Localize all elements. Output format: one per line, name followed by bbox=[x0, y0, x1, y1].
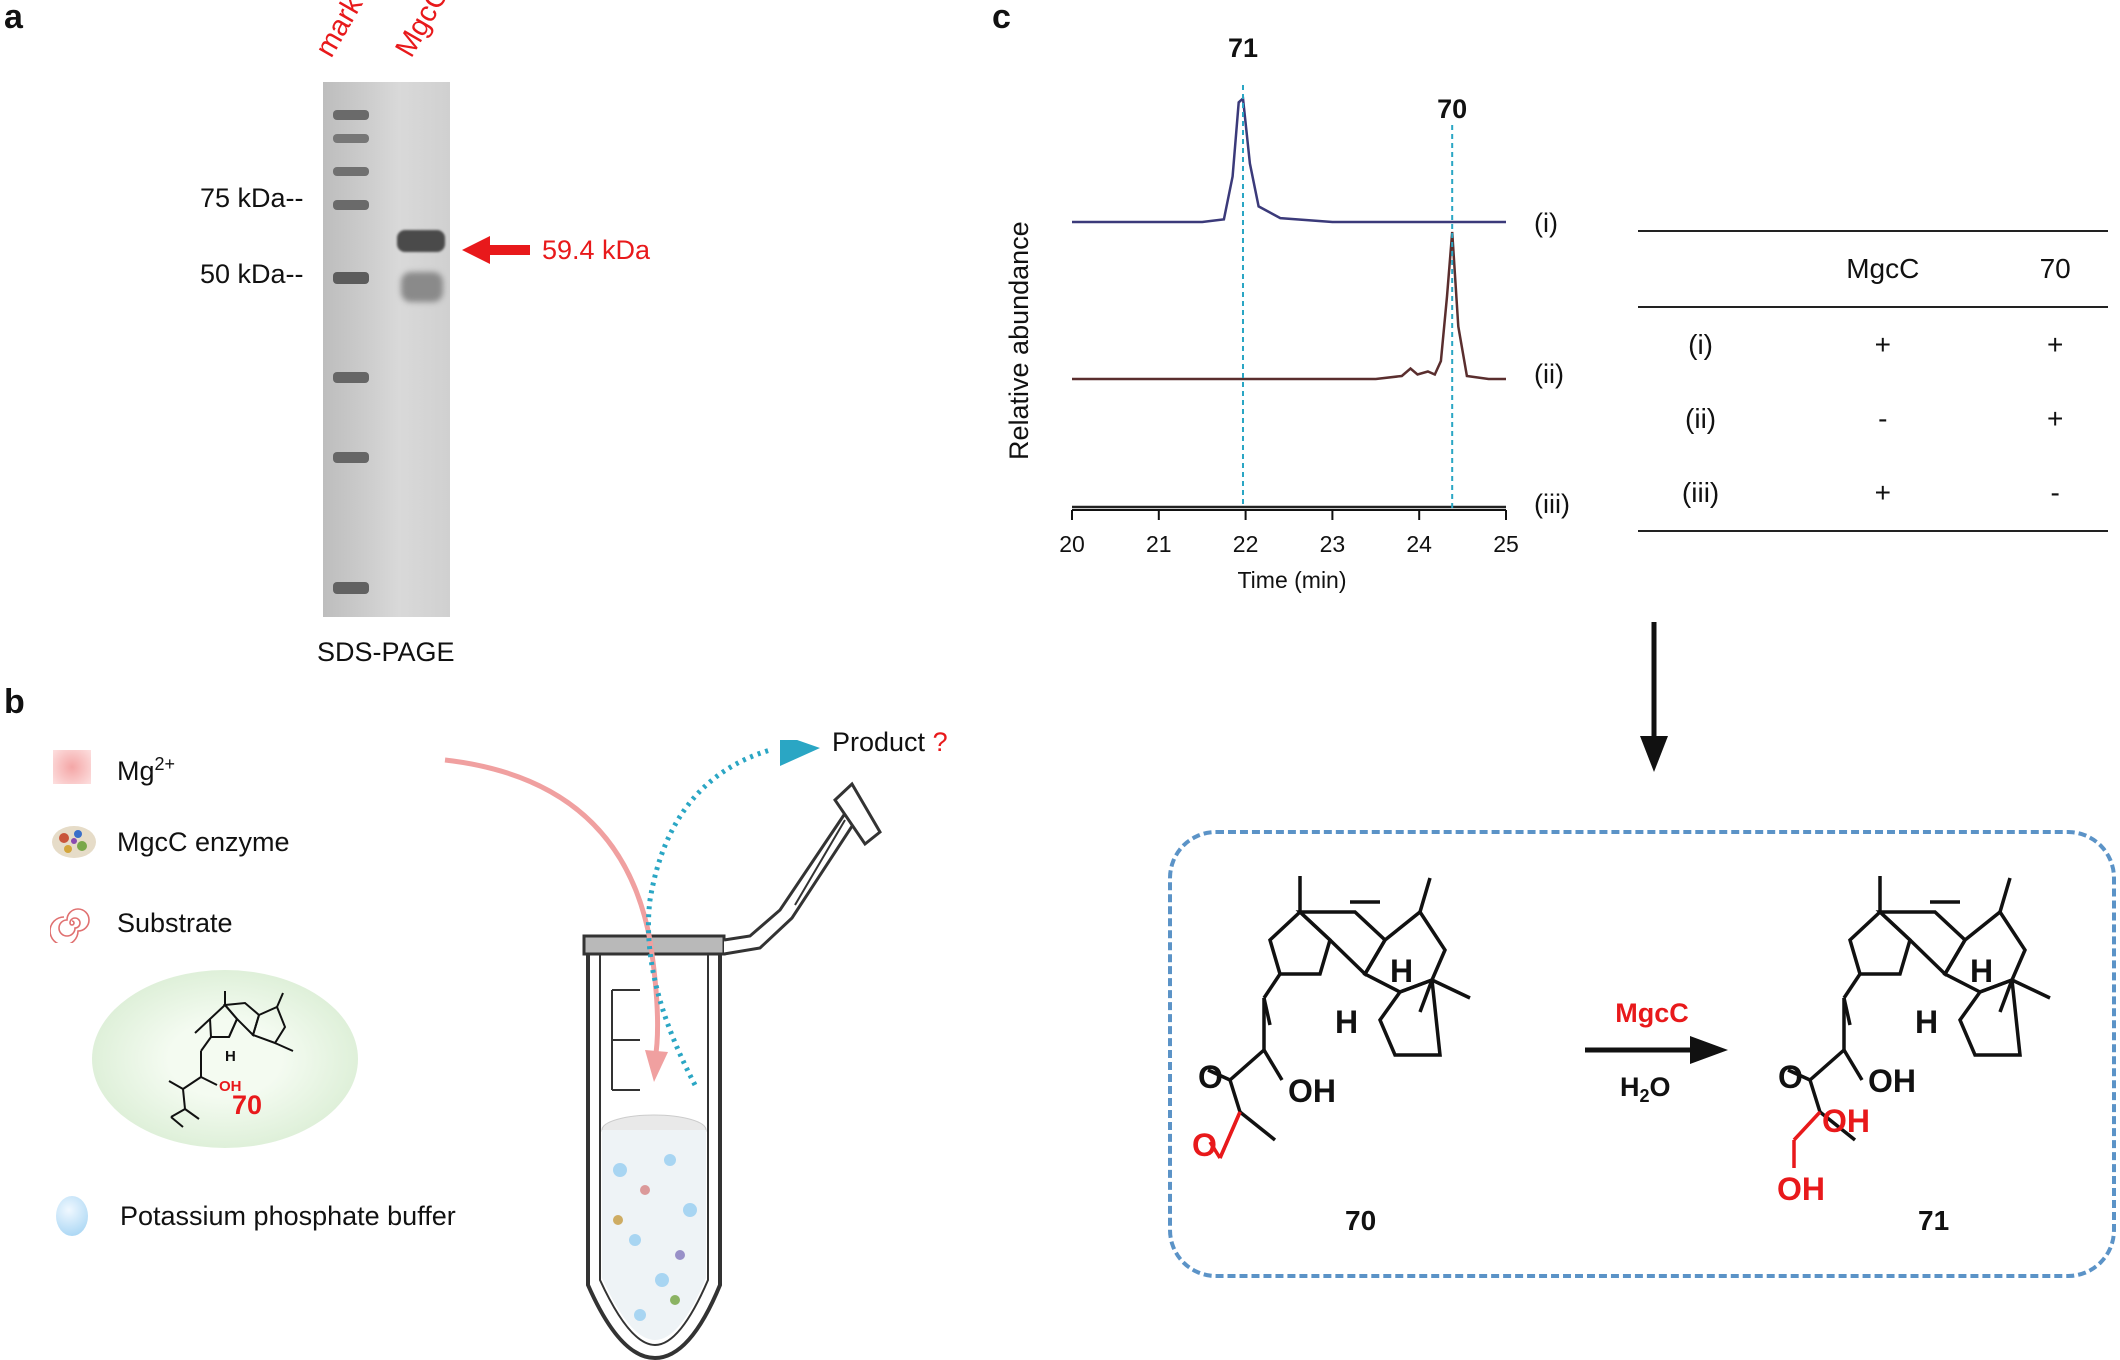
table-row: (ii) - + bbox=[1638, 382, 2108, 456]
substrate-ketone-o: O bbox=[1198, 1059, 1223, 1095]
y-axis-label: Relative abundance bbox=[1004, 221, 1034, 460]
lane-label-marker: marker bbox=[309, 0, 383, 63]
trace-label-iii: (iii) bbox=[1534, 489, 1570, 519]
trace-2 bbox=[1072, 231, 1506, 381]
legend-substrate: Substrate bbox=[117, 908, 233, 938]
reaction-arrow-icon bbox=[1690, 1036, 1728, 1064]
substrate-label-70: 70 bbox=[1345, 1205, 1376, 1236]
product-ketone-o: O bbox=[1778, 1059, 1803, 1095]
sds-page-gel bbox=[323, 82, 450, 617]
mg-ion-icon bbox=[53, 750, 91, 784]
x-tick-label: 20 bbox=[1059, 531, 1085, 557]
panel-letter-a: a bbox=[4, 0, 23, 36]
ladder-band bbox=[333, 200, 369, 210]
chromatogram: Relative abundance 20 21 22 23 24 25 Time (mi… bbox=[1004, 33, 1519, 593]
red-arrow-icon bbox=[462, 236, 530, 264]
table-cell: (iii) bbox=[1681, 477, 1720, 508]
substrate-epoxide-o: O bbox=[1192, 1127, 1217, 1163]
peak-label-71: 71 bbox=[1228, 33, 1258, 63]
panel-letter-c: c bbox=[992, 0, 1011, 36]
x-axis-label: Time (min) bbox=[1237, 567, 1346, 593]
table-header: MgcC bbox=[1846, 253, 1920, 284]
substrate-hydroxyl: OH bbox=[1288, 1073, 1336, 1109]
table-cell: + bbox=[1874, 329, 1891, 360]
mgcc-band-faint bbox=[401, 272, 443, 302]
table-header bbox=[1638, 231, 1763, 307]
legend-enzyme: MgcC enzyme bbox=[117, 827, 290, 857]
substrate-spiral-icon bbox=[50, 908, 90, 943]
product-h-1: H bbox=[1915, 1004, 1938, 1040]
ladder-band bbox=[333, 167, 369, 176]
down-arrow-icon bbox=[1640, 622, 1668, 772]
compound-70-label: 70 bbox=[232, 1090, 263, 1120]
product-label-71: 71 bbox=[1918, 1205, 1949, 1236]
panel-letter-b: b bbox=[4, 683, 25, 721]
substrate-h-label: H bbox=[225, 1048, 236, 1065]
table-row: (i) + + bbox=[1638, 307, 2108, 382]
product-hydroxyl-2: OH bbox=[1822, 1103, 1870, 1139]
compound-71-structure bbox=[1787, 876, 2051, 1168]
ladder-band bbox=[333, 452, 369, 463]
product-hydroxyl-3: OH bbox=[1777, 1171, 1825, 1207]
gel-caption: SDS-PAGE bbox=[317, 637, 455, 667]
x-tick-label: 23 bbox=[1320, 531, 1346, 557]
x-tick-label: 22 bbox=[1233, 531, 1259, 557]
reaction-box bbox=[1168, 830, 2116, 1278]
ladder-band bbox=[333, 110, 369, 120]
substrate-h-2: H bbox=[1390, 953, 1413, 989]
band-size-label: 59.4 kDa bbox=[542, 235, 651, 265]
compound-70-structure bbox=[1207, 876, 1471, 1142]
legend-mg: Mg2+ bbox=[117, 754, 176, 786]
x-tick-label: 21 bbox=[1146, 531, 1172, 557]
enzyme-icon bbox=[52, 826, 96, 858]
trace-label-i: (i) bbox=[1534, 208, 1558, 238]
table-cell: + bbox=[1874, 477, 1891, 508]
table-cell: + bbox=[2047, 403, 2064, 434]
table-header: 70 bbox=[2039, 253, 2071, 284]
table-cell: - bbox=[1878, 403, 1888, 434]
marker-50kda: 50 kDa-- bbox=[200, 259, 304, 289]
substrate-oh-label: OH bbox=[219, 1078, 242, 1095]
substrate-h-1: H bbox=[1335, 1004, 1358, 1040]
legend-buffer: Potassium phosphate buffer bbox=[120, 1201, 456, 1231]
ladder-band bbox=[333, 134, 369, 143]
lane-label-mgcc: MgcC bbox=[389, 0, 456, 63]
buffer-icon bbox=[56, 1196, 88, 1236]
peak-label-70: 70 bbox=[1437, 94, 1467, 124]
ladder-band bbox=[333, 372, 369, 383]
reaction-scheme: O OH O H H 70 MgcC H2O O OH OH OH H H 71 bbox=[1192, 876, 2051, 1236]
ladder-band bbox=[333, 272, 369, 284]
product-h-2: H bbox=[1970, 953, 1993, 989]
product-hydroxyl-1: OH bbox=[1868, 1063, 1916, 1099]
table-cell: (i) bbox=[1688, 329, 1714, 360]
product-label: Product ? bbox=[832, 727, 948, 757]
reaction-tube-illustration bbox=[444, 740, 882, 1360]
ladder-band bbox=[333, 582, 369, 594]
reaction-water: H2O bbox=[1620, 1072, 1671, 1106]
condition-table: MgcC 70 (i) + + (ii) - + (iii) + - bbox=[1638, 230, 2108, 532]
x-tick-label: 24 bbox=[1406, 531, 1432, 557]
mgcc-band bbox=[397, 230, 445, 252]
table-cell: + bbox=[2047, 329, 2064, 360]
x-tick-label: 25 bbox=[1493, 531, 1519, 557]
reaction-enzyme: MgcC bbox=[1615, 998, 1689, 1028]
marker-75kda: 75 kDa-- bbox=[200, 183, 304, 213]
compound-70-small: OH H bbox=[168, 991, 294, 1128]
table-row: (iii) + - bbox=[1638, 456, 2108, 531]
table-cell: (ii) bbox=[1685, 403, 1717, 434]
trace-label-ii: (ii) bbox=[1534, 359, 1564, 389]
table-cell: - bbox=[2050, 477, 2060, 508]
